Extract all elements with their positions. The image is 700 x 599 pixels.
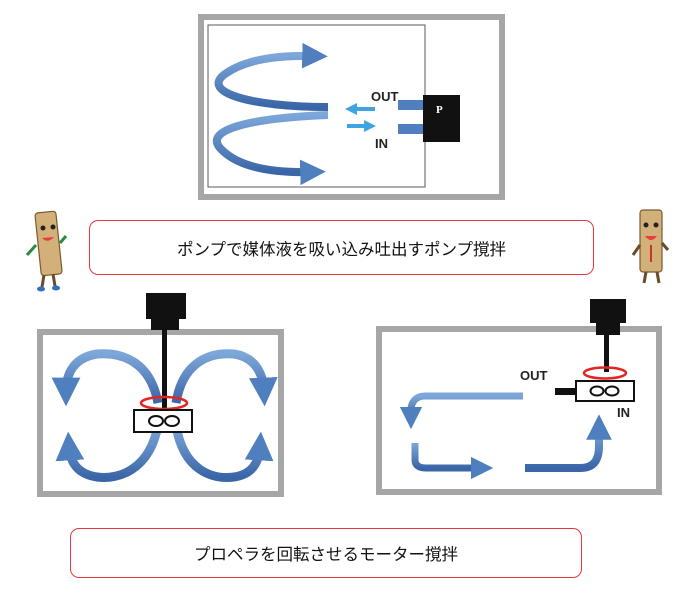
propeller-blade-left (148, 415, 164, 427)
motor-pump-tank-diagram: OUT IN (376, 299, 662, 495)
motor-tank-diagram (37, 293, 284, 497)
pump-in-label: IN (375, 136, 388, 151)
return-flow-arrow (525, 414, 612, 472)
right-lower-flow-arrow (171, 424, 274, 482)
pump-inlet-pipe (398, 124, 424, 134)
lower-circulation-arrow (212, 111, 329, 186)
motor-pump-motor-body (590, 299, 626, 323)
pump-p-label: P (436, 104, 443, 116)
motor-pump-rotation-ring (582, 366, 628, 380)
propeller-blade-right (164, 415, 180, 427)
upper-circulation-arrow (214, 42, 329, 111)
motor-stirring-caption: プロペラを回転させるモーター撹拌 (70, 528, 582, 578)
motor-pump-outlet-nozzle (555, 388, 577, 395)
pump-tank-diagram: OUT IN P (198, 14, 505, 200)
motor-body (146, 293, 186, 319)
mascot-left-illustration (25, 210, 68, 292)
motor-pump-blade-right (604, 385, 620, 397)
pump-body (423, 95, 460, 142)
motor-pump-in-label: IN (617, 405, 630, 420)
left-lower-flow-arrow (55, 424, 163, 482)
pump-outlet-pipe (398, 100, 424, 110)
pump-stirring-caption: ポンプで媒体液を吸い込み吐出すポンプ撹拌 (89, 220, 594, 275)
left-upper-flow-arrow (51, 349, 163, 407)
bottom-flow-arrow (411, 443, 494, 480)
right-upper-flow-arrow (171, 349, 278, 407)
motor-pump-blade-left (589, 385, 605, 397)
motor-shaft (162, 329, 167, 412)
pump-tank-outer-frame (198, 14, 505, 200)
mascot-right-illustration (631, 209, 670, 284)
motor-coupling (151, 316, 179, 330)
motor-tank-frame (37, 329, 284, 497)
motor-pump-tank-frame (376, 326, 662, 495)
motor-pump-coupling (596, 321, 620, 335)
discharge-flow-arrow (399, 392, 523, 430)
pump-out-label: OUT (371, 89, 399, 104)
motor-pump-out-label: OUT (520, 368, 548, 383)
motor-pump-shaft (604, 334, 609, 372)
